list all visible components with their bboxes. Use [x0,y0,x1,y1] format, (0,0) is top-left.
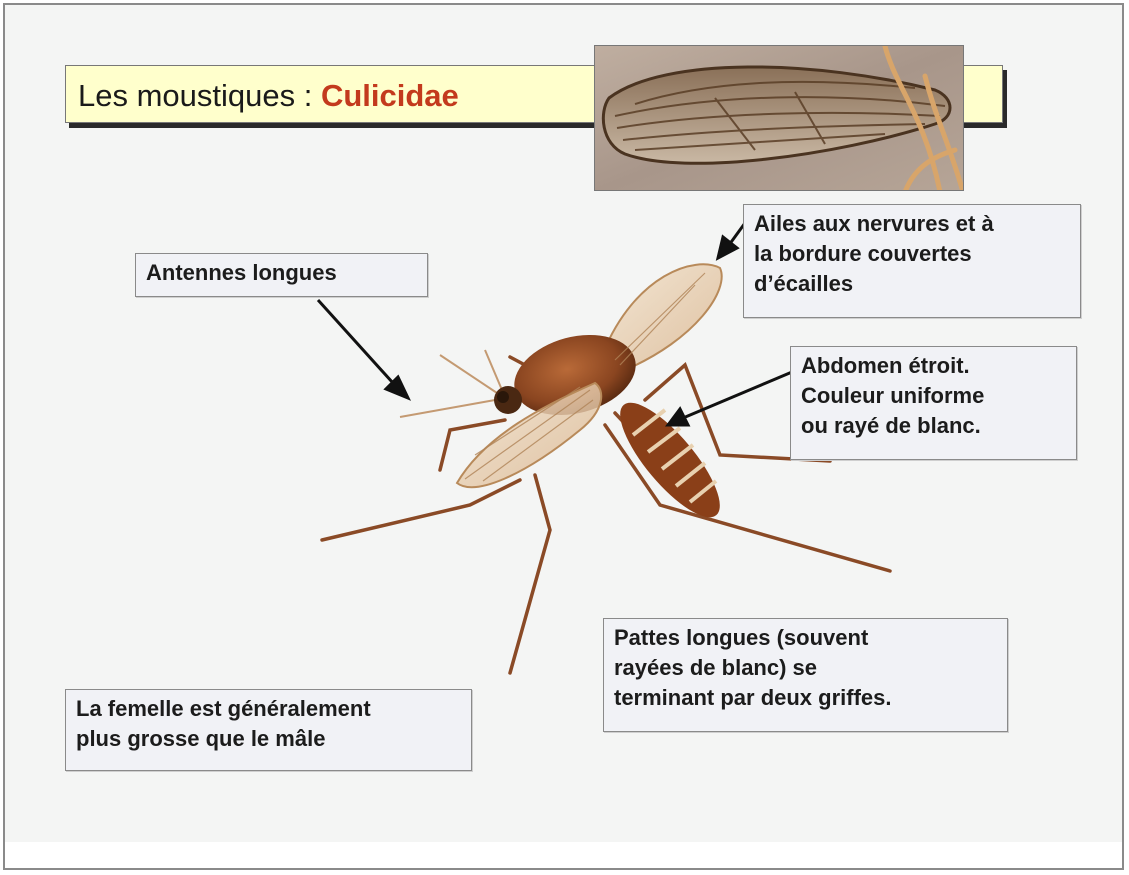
wings-label-line-2: la bordure couvertes [754,239,1070,269]
bottom-strip [5,842,1122,868]
arrow-abdomen [683,372,792,418]
abdomen-label: Abdomen étroit. Couleur uniforme ou rayé… [790,346,1077,460]
wings-label: Ailes aux nervures et à la bordure couve… [743,204,1081,318]
legs-label-line-2: rayées de blanc) se [614,653,997,683]
abdomen-label-line-1: Abdomen étroit. [801,351,1066,381]
arrow-antennae [318,300,393,383]
abdomen-label-line-3: ou rayé de blanc. [801,411,1066,441]
female-size-label-line-1: La femelle est généralement [76,694,461,724]
legs-label: Pattes longues (souvent rayées de blanc)… [603,618,1008,732]
antennae-label-line-1: Antennes longues [146,258,417,288]
antennae-label: Antennes longues [135,253,428,297]
mosquito-illustration [322,264,890,673]
wings-label-line-1: Ailes aux nervures et à [754,209,1070,239]
female-size-label: La femelle est généralement plus grosse … [65,689,472,771]
slide: Les moustiques : Culicidae [3,3,1124,870]
legs-label-line-1: Pattes longues (souvent [614,623,997,653]
legs-label-line-3: terminant par deux griffes. [614,683,997,713]
abdomen-label-line-2: Couleur uniforme [801,381,1066,411]
wings-label-line-3: d’écailles [754,269,1070,299]
arrow-abdomen-head [668,409,688,425]
female-size-label-line-2: plus grosse que le mâle [76,724,461,754]
